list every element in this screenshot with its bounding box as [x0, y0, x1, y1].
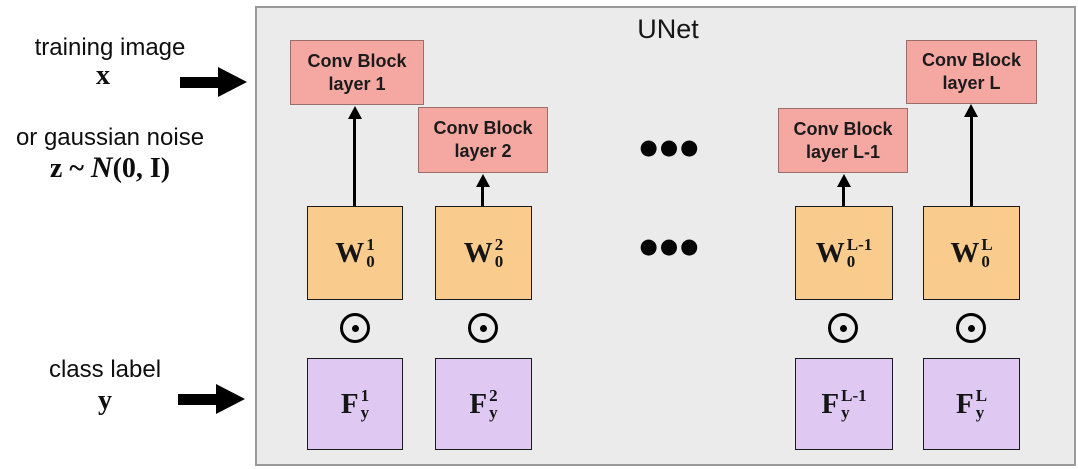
feature-box-2: F 2 y [435, 358, 532, 450]
weight-3-base: W [815, 236, 845, 269]
feature-1-scripts: 1 y [360, 385, 370, 422]
weight-4-scripts: L 0 [981, 234, 993, 271]
conv-block-2-line2: layer 2 [454, 141, 512, 161]
conv-block-layer-L: Conv Block layer L [906, 40, 1037, 104]
feature-2-scripts: 2 y [489, 385, 498, 422]
odot-icon-3 [828, 313, 858, 343]
weight-4-sup: L [981, 234, 993, 254]
weight-2-sub: 0 [494, 251, 504, 271]
odot-icon-4 [956, 313, 986, 343]
up-arrow-2-head [476, 174, 490, 187]
y-symbol: y [98, 385, 112, 416]
feature-3-sup: L-1 [841, 385, 867, 405]
weight-box-1: W 1 0 [307, 206, 403, 300]
z-formula-pre: z ~ [49, 153, 91, 184]
odot-2-center-dot [479, 324, 487, 332]
conv-block-layer-L-1: Conv Block layer L-1 [778, 108, 908, 173]
feature-3-scripts: L-1 y [841, 385, 867, 422]
weight-box-L-1: W L-1 0 [795, 206, 893, 300]
feature-2-base: F [469, 387, 488, 420]
feature-4-sup: L [975, 385, 988, 405]
up-arrow-1-line [353, 117, 356, 206]
conv-block-1-line1: Conv Block [307, 50, 407, 71]
feature-box-L: F L y [923, 358, 1020, 450]
up-arrow-2-line [481, 185, 484, 206]
up-arrow-4-head [964, 104, 978, 117]
input-arrow-head [218, 67, 247, 97]
weight-1-sub: 0 [366, 251, 375, 271]
feature-box-1: F 1 y [307, 358, 403, 450]
conv-block-4-line1: Conv Block [921, 50, 1022, 70]
weight-4-sub: 0 [981, 251, 990, 271]
feature-2-sup: 2 [489, 385, 498, 405]
script-n-symbol: N [90, 151, 113, 184]
class-arrow-head [216, 384, 245, 414]
weight-4-base: W [950, 236, 980, 269]
weight-1-sup: 1 [366, 234, 375, 254]
training-image-label: training image [34, 34, 186, 61]
up-arrow-3-head [837, 174, 851, 187]
z-distribution-formula: z ~ N(0, I) [10, 151, 210, 185]
feature-2-sub: y [489, 402, 498, 422]
ellipsis-middle-icon: ●●● [639, 234, 701, 258]
class-arrow-shaft [178, 394, 217, 405]
up-arrow-3-line [842, 185, 845, 206]
weight-1-base: W [335, 236, 365, 269]
feature-4-scripts: L y [975, 385, 988, 422]
conv-block-4-line2: layer L [942, 73, 1001, 93]
feature-3-sub: y [841, 402, 850, 422]
weight-1-scripts: 1 0 [366, 234, 375, 271]
odot-4-center-dot [967, 324, 975, 332]
conv-block-2-line1: Conv Block [433, 118, 533, 138]
conv-block-layer-2: Conv Block layer 2 [418, 107, 548, 173]
weight-box-L: W L 0 [923, 206, 1020, 300]
feature-1-base: F [340, 387, 359, 420]
weight-3-scripts: L-1 0 [846, 234, 873, 271]
weight-2-sup: 2 [494, 234, 504, 254]
conv-block-1-line2: layer 1 [328, 73, 386, 94]
input-arrow-shaft [180, 77, 219, 88]
weight-3-sub: 0 [846, 251, 856, 271]
z-formula-post: (0, I) [112, 153, 171, 184]
odot-icon-2 [468, 313, 498, 343]
weight-2-scripts: 2 0 [494, 234, 504, 271]
feature-4-base: F [955, 387, 974, 420]
up-arrow-4-line [970, 115, 973, 206]
odot-1-center-dot [351, 324, 359, 332]
x-symbol: x [96, 60, 110, 91]
ellipsis-top-icon: ●●● [639, 135, 701, 159]
odot-3-center-dot [839, 324, 847, 332]
weight-3-sup: L-1 [846, 234, 873, 254]
feature-1-sup: 1 [360, 385, 370, 405]
conv-block-3-line1: Conv Block [793, 118, 893, 139]
conv-block-3-line2: layer L-1 [805, 141, 881, 162]
class-label-label: class label [48, 356, 162, 383]
up-arrow-1-head [348, 106, 362, 119]
feature-4-sub: y [975, 402, 985, 422]
unet-title: UNet [637, 14, 699, 44]
gaussian-noise-label: or gaussian noise [15, 124, 205, 151]
feature-1-sub: y [360, 402, 370, 422]
feature-box-L-1: F L-1 y [795, 358, 893, 450]
feature-3-base: F [821, 387, 840, 420]
weight-box-2: W 2 0 [435, 206, 532, 300]
conv-block-layer-1: Conv Block layer 1 [290, 40, 424, 105]
odot-icon-1 [340, 313, 370, 343]
weight-2-base: W [463, 236, 493, 269]
